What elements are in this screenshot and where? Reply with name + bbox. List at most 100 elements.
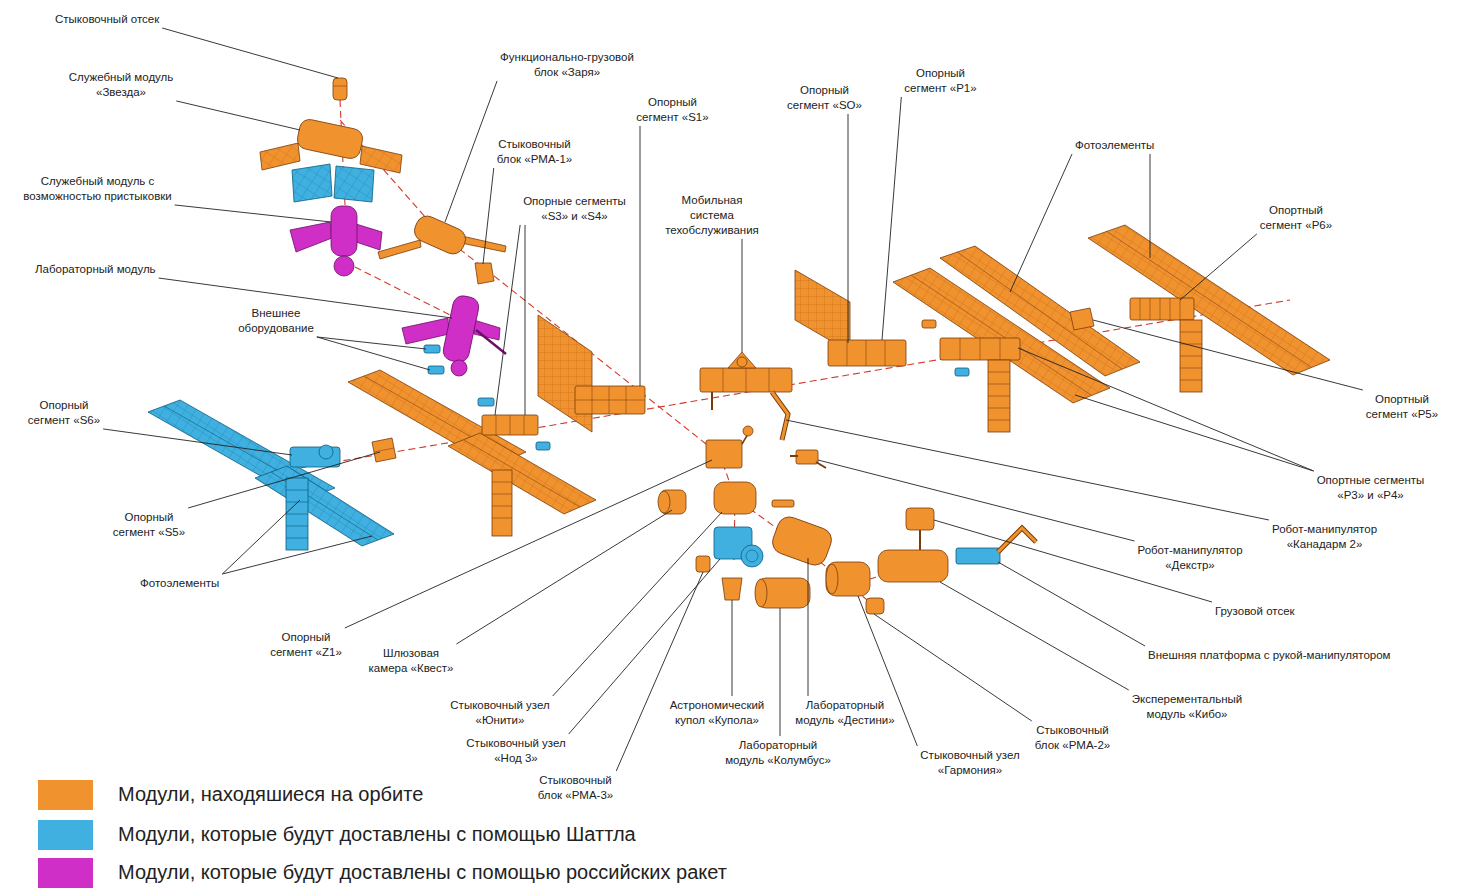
callout-label: Стыковочный блок «PMA-3» — [538, 774, 613, 801]
external-platform-part — [956, 548, 1000, 564]
callout-label: Опортные сегменты «P3» и «P4» — [1317, 474, 1425, 501]
s3-s4-segment-part — [448, 433, 596, 514]
callout-label: Служебный модуль с возможностью пристыко… — [23, 175, 171, 202]
dextre-robot-part — [796, 450, 818, 464]
laboratory-module-part — [402, 318, 449, 344]
z1-segment-part — [706, 440, 742, 468]
so-p1-segments-part — [828, 340, 906, 366]
p6-segment-part — [1088, 225, 1330, 375]
callout-label: Опорный сегмент «S5» — [113, 511, 185, 538]
destiny-lab — [769, 514, 835, 569]
z1-segment — [706, 426, 753, 468]
leader-line — [175, 205, 331, 222]
leader-line — [188, 452, 380, 508]
leader-line — [553, 512, 722, 696]
z1-segment-part — [743, 426, 753, 436]
callout-label: Грузовой отсек — [1215, 605, 1295, 617]
callout-label: Внешнее оборудование — [238, 307, 314, 334]
callout-label: Внешняя платформа с рукой-манипулятором — [1148, 649, 1390, 661]
callout-label: Лабораторный модуль — [35, 263, 156, 275]
label-box: Шлюзовая камера «Квест» — [366, 646, 456, 676]
dextre-robot-part — [790, 456, 826, 468]
columbus-lab-part — [756, 578, 810, 608]
label-box: Функционально-грузовой блок «Заря» — [492, 50, 642, 80]
callout-label: Робот-манипулятор «Канадарм 2» — [1272, 523, 1377, 550]
mobile-servicing-system-part — [737, 357, 747, 367]
external-equipment — [424, 345, 444, 374]
label-box: Стыковочный блок «PMA-3» — [528, 773, 623, 803]
label-box: Мобильная система техобслуживания — [662, 193, 762, 238]
pma-3-adapter — [696, 556, 710, 572]
p5-segment-part — [1070, 308, 1094, 330]
s3-s4-segment-part — [492, 482, 512, 518]
p6-segment-part — [1106, 231, 1311, 367]
label-box: Лабораторный модуль «Дестини» — [790, 698, 900, 728]
callout-label: Опорный сегмент «S6» — [28, 399, 100, 426]
s6-segment-part — [319, 445, 333, 459]
pma-2-adapter — [866, 598, 884, 614]
s3-s4-segment-part — [482, 415, 538, 435]
leader-line — [483, 168, 494, 264]
mobile-servicing-system-part — [723, 368, 769, 392]
zarya-module-part — [411, 213, 469, 258]
canadarm-2-part — [772, 392, 788, 440]
leader-line — [1093, 320, 1363, 390]
laboratory-module — [402, 294, 506, 376]
label-box: Эксперементальный модуль «Кибо» — [1122, 692, 1252, 722]
label-box: Опорные сегменты «S3» и «S4» — [517, 194, 632, 224]
cupola-part — [722, 578, 742, 600]
p6-segment-part — [1140, 298, 1180, 320]
leader-line — [1180, 234, 1257, 300]
callout-label: Опорные сегменты «S3» и «S4» — [523, 195, 626, 222]
leader-line — [222, 536, 372, 574]
leader-line — [456, 510, 672, 644]
callout-label: Мобильная система техобслуживания — [665, 194, 759, 236]
label-box: Стыковочный узел «Гармония» — [915, 748, 1025, 778]
callout-label: Стыковочный блок «PMA-1» — [497, 138, 572, 165]
label-box: Опортные сегменты «P3» и «P4» — [1313, 473, 1428, 503]
p3-p4-segments-part — [960, 338, 1000, 360]
label-box: Стыковочный отсек — [55, 12, 159, 27]
leader-line — [159, 278, 452, 318]
p6-segment-part — [1130, 298, 1194, 320]
leader-line — [495, 225, 520, 415]
leader-line — [317, 337, 430, 370]
legend-swatch — [38, 858, 93, 888]
zvezda-module-part — [296, 118, 365, 161]
laboratory-module-part — [441, 294, 480, 364]
s1-segment — [538, 315, 645, 432]
s5-segment — [372, 438, 396, 462]
label-box: Робот-манипулятор «Канадарм 2» — [1262, 522, 1387, 552]
columbus-lab — [755, 578, 810, 608]
callout-label: Стыковочный узел «Юнити» — [450, 699, 549, 726]
label-box: Фотоэлементы — [140, 576, 219, 591]
callout-label: Опортный сегмент «P5» — [1366, 393, 1438, 420]
leader-line — [317, 337, 426, 349]
leader-line — [162, 28, 338, 78]
pma-1-adapter-part — [475, 263, 494, 284]
s1-segment-part — [575, 386, 645, 414]
leader-line — [848, 114, 849, 343]
leader-line — [1010, 154, 1072, 292]
callout-label: Опорный сегмент «SO» — [787, 84, 862, 111]
leader-line — [640, 126, 641, 386]
cupola — [722, 578, 742, 600]
canadarm-2-part — [772, 392, 788, 440]
callout-label: Стыковочный отсек — [55, 13, 159, 25]
so-p1-segments — [795, 270, 906, 366]
docking-service-module — [290, 206, 382, 276]
unity-node — [714, 482, 794, 514]
label-box: Опорный сегмент «S5» — [105, 510, 193, 540]
callout-label: Робот-манипулятор «Декстр» — [1137, 544, 1242, 571]
leader-line — [818, 460, 1134, 541]
legend-swatch — [38, 820, 93, 850]
label-box: Робот-манипулятор «Декстр» — [1130, 543, 1250, 573]
external-equipment-part — [424, 345, 440, 353]
mobile-servicing-system-part — [700, 368, 792, 392]
callout-label: Эксперементальный модуль «Кибо» — [1132, 693, 1243, 720]
zvezda-module — [260, 118, 402, 202]
callout-label: Стыковочный узел «Нод 3» — [466, 737, 565, 764]
zvezda-module-part — [292, 164, 332, 202]
harmony-node-part — [826, 564, 838, 594]
